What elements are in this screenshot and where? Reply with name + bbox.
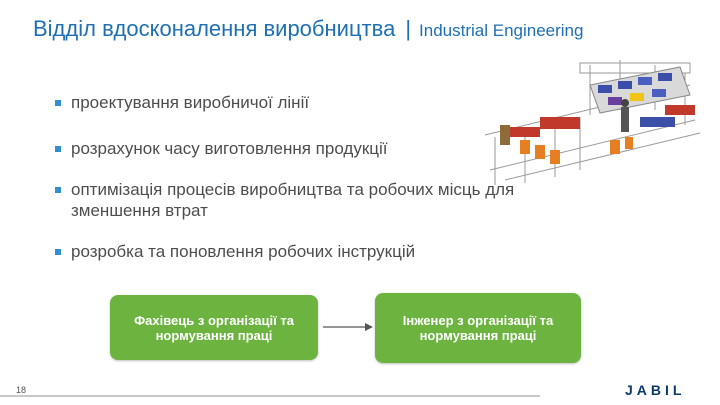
bullet-item: проектування виробничої лінії bbox=[55, 92, 611, 113]
bullet-marker bbox=[55, 249, 61, 255]
bullet-marker bbox=[55, 187, 61, 193]
bullet-marker bbox=[55, 100, 61, 106]
bullet-text: розрахунок часу виготовлення продукції bbox=[71, 139, 388, 158]
bullet-item: оптимізація процесів виробництва та робо… bbox=[55, 179, 606, 221]
production-line-illustration bbox=[484, 60, 701, 185]
role-box-specialist: Фахівець з організації та нормування пра… bbox=[110, 295, 318, 360]
jabil-logo: JABIL bbox=[625, 382, 686, 398]
role-box-label: Фахівець з організації та нормування пра… bbox=[134, 312, 294, 343]
bullet-marker bbox=[55, 146, 61, 152]
bullet-item: розрахунок часу виготовлення продукції bbox=[55, 138, 611, 159]
role-box-label: Інженер з організації та нормування прац… bbox=[402, 313, 554, 343]
role-box-engineer: Інженер з організації та нормування прац… bbox=[375, 293, 581, 363]
bullet-item: розробка та поновлення робочих інструкці… bbox=[55, 241, 611, 262]
bullet-text: оптимізація процесів виробництва та робо… bbox=[71, 180, 515, 220]
title-ukrainian: Відділ вдосконалення виробництва bbox=[33, 16, 396, 41]
slide-title: Відділ вдосконалення виробництва | Industr… bbox=[33, 16, 583, 42]
page-number: 18 bbox=[16, 385, 27, 395]
title-separator: | bbox=[405, 16, 412, 41]
bullet-text: розробка та поновлення робочих інструкці… bbox=[71, 242, 416, 261]
title-english: Industrial Engineering bbox=[419, 21, 584, 40]
arrow-right-icon bbox=[323, 323, 373, 331]
footer-divider bbox=[0, 395, 540, 397]
bullet-text: проектування виробничої лінії bbox=[71, 93, 310, 112]
